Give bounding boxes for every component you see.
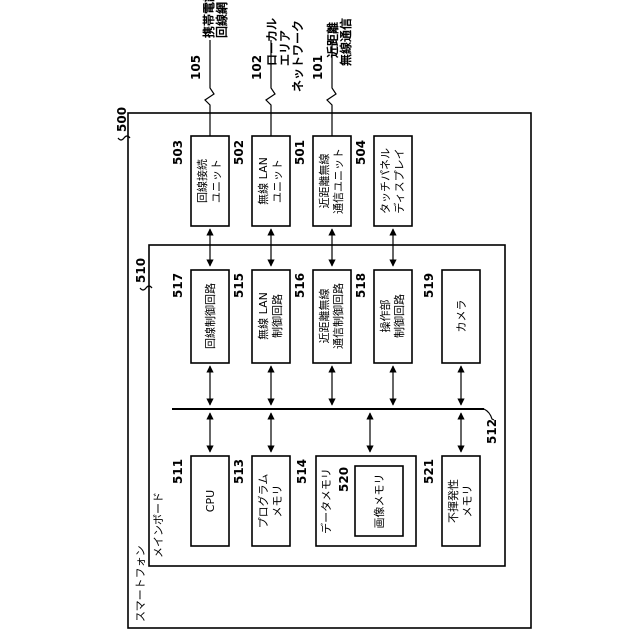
network-lan-line-1: ローカル [265,18,279,66]
unit-502-line-1: 無線 LAN [256,157,270,205]
circuit-515-line-2: 制御回路 [270,294,284,338]
system-bus-ref: 512 [485,419,499,444]
program-memory-ref: 513 [232,459,246,484]
circuit-515-line-1: 無線 LAN [256,292,270,340]
circuit-516-ref: 516 [293,273,307,298]
network-nfc-line-1: 近距離 [325,22,340,58]
program-memory-line-2: メモリ [271,485,284,518]
network-nfc-line-2: 無線通信 [338,18,353,66]
network-lan-line-3: ネットワーク [291,20,305,92]
circuit-515-ref: 515 [232,273,246,298]
unit-503-ref: 503 [171,140,185,165]
circuit-519-ref: 519 [422,273,436,298]
data-memory-ref: 514 [295,459,309,484]
main-board-name: メインボード [152,492,165,558]
network-lan-line-2: エリア [278,30,292,66]
circuit-518-line-2: 制御回路 [392,294,406,338]
unit-503-line-1: 回線接続 [195,159,209,203]
unit-502-line-2: ユニット [271,159,284,203]
unit-501-line-1: 近距離無線 [317,154,331,209]
smartphone-ref: 500 [115,107,129,132]
unit-504-line-2: ディスプレイ [392,148,406,213]
nonvolatile-memory-line-2: メモリ [461,485,474,518]
unit-504-line-1: タッチパネル [379,148,392,214]
program-memory-line-1: プログラム [256,474,270,529]
cpu-line-1: CPU [204,490,217,512]
nonvolatile-memory-ref: 521 [422,459,436,484]
network-mobile-ref: 105 [189,55,203,80]
network-nfc-ref: 101 [311,55,325,80]
circuit-518-line-1: 操作部 [378,300,392,333]
network-lan-ref: 102 [250,55,264,80]
circuit-516-line-2: 通信制御回路 [331,283,345,349]
circuit-518-ref: 518 [354,273,368,298]
main-board-ref: 510 [134,258,148,283]
smartphone-name: スマートフォン [134,545,147,622]
unit-504-ref: 504 [354,140,368,165]
unit-503-line-2: ユニット [210,159,223,203]
network-mobile-line-2: 回線網 [214,2,229,38]
image-memory-ref: 520 [337,467,351,492]
circuit-519-line-1: カメラ [455,300,468,333]
circuit-517-ref: 517 [171,273,185,298]
circuit-516-line-1: 近距離無線 [317,289,331,344]
nonvolatile-memory-line-1: 不揮発性 [446,479,460,523]
circuit-517-line-1: 回線制御回路 [203,283,217,349]
cpu-ref: 511 [171,459,185,484]
unit-502-ref: 502 [232,140,246,165]
network-mobile-line-1: 携帯電話 [201,0,216,38]
unit-501-line-2: 通信ユニット [332,148,345,214]
image-memory-line-1: 画像メモリ [373,474,386,529]
data-memory-line-1: データメモリ [319,468,333,534]
unit-501-ref: 501 [293,140,307,165]
